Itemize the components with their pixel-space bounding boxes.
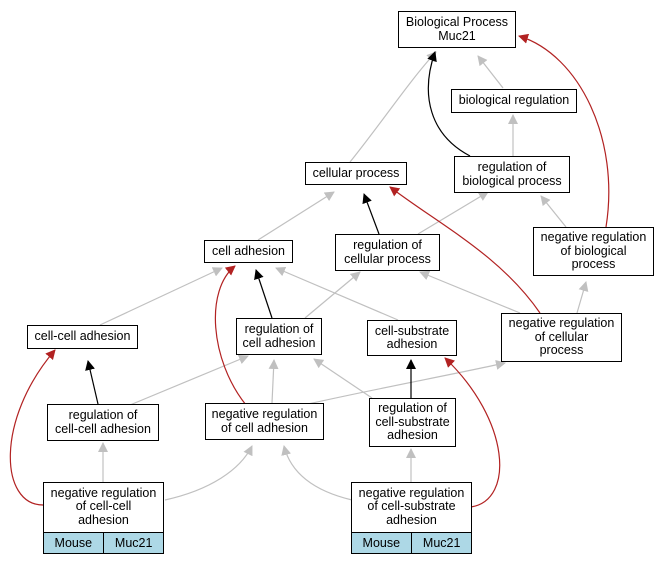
node-biological-regulation[interactable]: biological regulation <box>451 89 577 113</box>
edge-regulation-cellular-regulates-cellular-process <box>362 193 380 235</box>
edge-negative-regulation-cellular-to-negative-regulation-biological <box>576 281 589 314</box>
edge-negative-regulation-cellular-to-regulation-cellular <box>419 270 521 314</box>
node-negative-regulation-of-cell-adhesion[interactable]: negative regulation of cell adhesion <box>205 403 324 440</box>
edge-regulation-of-cellular-process-to-regulation-biological <box>417 191 489 235</box>
gene-tag[interactable]: Muc21 <box>104 532 165 555</box>
node-cell-substrate-adhesion[interactable]: cell-substrate adhesion <box>367 320 457 356</box>
gene-tag[interactable]: Muc21 <box>412 532 473 555</box>
node-label: negative regulation of cell-substrate ad… <box>358 485 465 527</box>
edge-negative-regulation-substrate-to-negative-regulation-adhesion <box>281 445 353 501</box>
node-regulation-of-biological-process[interactable]: regulation of biological process <box>454 156 570 193</box>
edge-negative-regulation-biological-neg-regulates-root <box>518 33 610 228</box>
node-cellular-process[interactable]: cellular process <box>305 162 407 185</box>
node-negative-regulation-of-biological-process[interactable]: negative regulation of biological proces… <box>533 227 654 276</box>
node-cell-adhesion[interactable]: cell adhesion <box>204 240 293 263</box>
node-negative-regulation-of-cell-substrate-adhesion[interactable]: negative regulation of cell-substrate ad… <box>350 482 473 555</box>
node-regulation-of-cellular-process[interactable]: regulation of cellular process <box>335 234 440 271</box>
edge-regulation-adhesion-regulates-cell-adhesion <box>254 269 273 319</box>
edge-negative-regulation-adhesion-neg-regulates-cell-adhesion <box>214 265 247 406</box>
edge-negative-regulation-adhesion-to-negative-regulation-cellular <box>307 360 506 405</box>
edge-negative-regulation-biological-to-regulation-biological <box>540 195 567 228</box>
node-cell-cell-adhesion[interactable]: cell-cell adhesion <box>27 325 138 349</box>
edge-regulation-biological-regulates-root <box>427 51 471 157</box>
node-negative-regulation-of-cellular-process[interactable]: negative regulation of cellular process <box>501 313 622 362</box>
annotation-row: Mouse Muc21 <box>350 532 473 555</box>
node-regulation-of-cell-adhesion[interactable]: regulation of cell adhesion <box>236 318 322 355</box>
edge-cell-cell-adhesion-to-cell-adhesion <box>99 267 223 326</box>
edge-regulation-cell-cell-to-regulation-cell-adhesion <box>129 354 249 406</box>
species-tag[interactable]: Mouse <box>42 532 104 555</box>
edge-negative-regulation-cell-cell-to-negative-regulation-adhesion <box>164 445 253 501</box>
annotation-row: Mouse Muc21 <box>42 532 165 555</box>
node-regulation-of-cell-substrate-adhesion[interactable]: regulation of cell-substrate adhesion <box>369 398 456 447</box>
node-negative-regulation-of-cell-cell-adhesion[interactable]: negative regulation of cell-cell adhesio… <box>42 482 165 555</box>
edge-cellular-process-to-root <box>349 51 437 163</box>
node-biological-process-root[interactable]: Biological Process Muc21 <box>398 11 516 48</box>
edge-negative-regulation-substrate-neg-regulates-cell-substrate-adhesion <box>444 357 501 508</box>
edge-biological-regulation-to-root <box>477 55 504 89</box>
species-tag[interactable]: Mouse <box>350 532 412 555</box>
edge-regulation-cell-substrate-to-regulation-cell-adhesion <box>313 358 373 399</box>
node-label: negative regulation of cell-cell adhesio… <box>50 485 157 527</box>
edge-regulation-of-cell-adhesion-to-regulation-cellular <box>304 271 361 319</box>
edge-regulation-cell-cell-regulates-cell-cell-adhesion <box>85 360 99 405</box>
edge-negative-regulation-cell-cell-neg-regulates-cell-cell-adhesion <box>9 349 56 506</box>
edge-cell-adhesion-to-cellular-process <box>257 191 335 241</box>
edge-cell-substrate-adhesion-to-cell-adhesion <box>275 266 399 321</box>
node-regulation-of-cell-cell-adhesion[interactable]: regulation of cell-cell adhesion <box>47 404 159 441</box>
edge-negative-regulation-adhesion-to-regulation-cell-adhesion <box>268 359 279 404</box>
edge-negative-regulation-cellular-neg-regulates-cellular-process <box>389 186 541 314</box>
